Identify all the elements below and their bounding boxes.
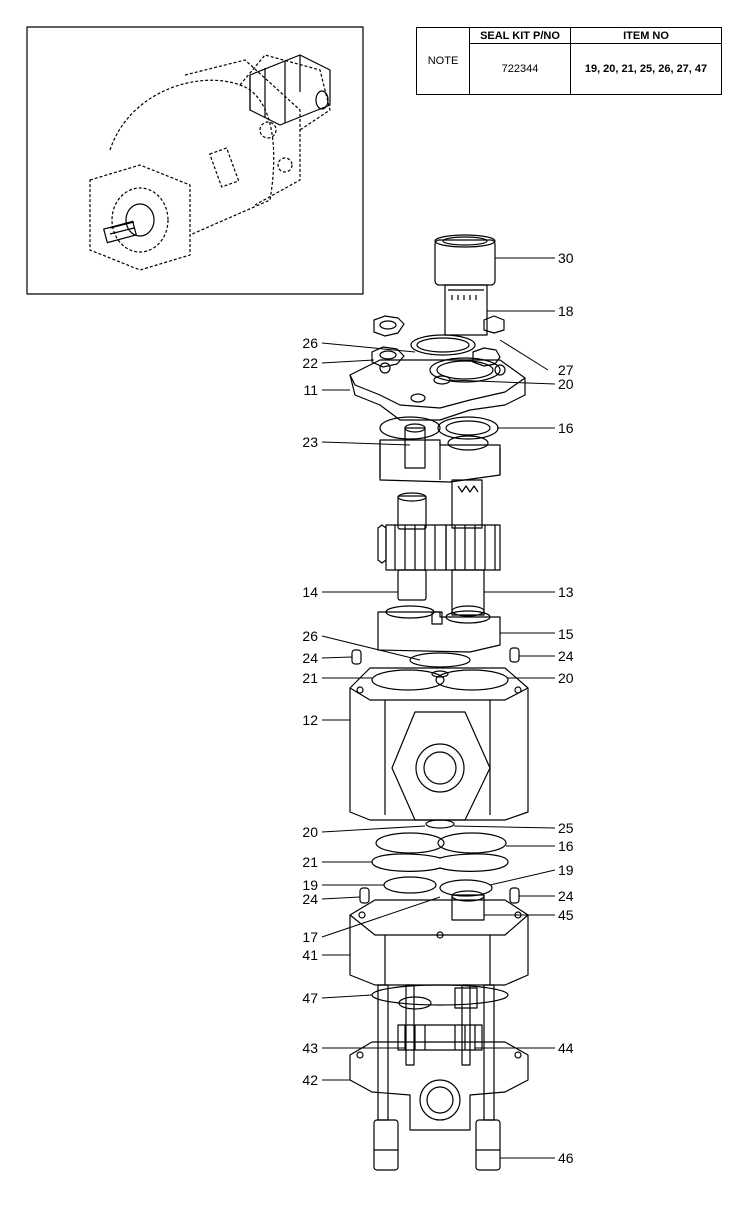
callout-12: 12 [302,712,318,728]
seal-kit-table: NOTE SEAL KIT P/NO ITEM NO 722344 19, 20… [416,27,722,95]
part-24-dowel [359,887,370,904]
note-label: NOTE [416,27,470,95]
inset-frame [26,26,364,295]
callout-14: 14 [302,584,318,600]
callout-19: 19 [558,862,574,878]
part-45-coupling [451,890,485,921]
callout-20: 20 [558,376,574,392]
part-14-gear [377,492,447,601]
seal-kit-pno: 722344 [469,43,571,95]
callout-47: 47 [302,990,318,1006]
callout-24: 24 [302,891,318,907]
part-42-endcover [349,1041,529,1131]
inset-pump-sketch [89,54,331,271]
part-11-flange [349,359,526,421]
callout-21: 21 [302,670,318,686]
part-21-seal-lower [371,853,509,872]
callout-26: 26 [302,335,318,351]
part-24-dowel [351,649,362,665]
part-30-bearing [434,234,496,286]
leader-lines [321,257,556,1159]
part-26-seal-top [410,334,476,356]
part-19-seal [439,879,493,897]
callout-24: 24 [302,650,318,666]
part-13-gear [445,479,501,617]
callout-16: 16 [558,838,574,854]
callout-24: 24 [558,888,574,904]
callout-19: 19 [302,877,318,893]
item-no-header: ITEM NO [570,27,722,44]
part-16-seal-top [379,416,499,440]
part-25-seal [425,819,455,829]
inset-cartridge [249,54,331,126]
seal-kit-header: SEAL KIT P/NO [469,27,571,44]
callout-42: 42 [302,1072,318,1088]
part-41-plate [349,899,529,986]
part-46-bolts [373,1119,501,1171]
callout-46: 46 [558,1150,574,1166]
part-19-seal [383,876,437,894]
part-16-seal-lower [375,832,507,854]
callout-21: 21 [302,854,318,870]
callout-13: 13 [558,584,574,600]
part-26-seal-mid [409,652,471,668]
callout-20: 20 [558,670,574,686]
callout-43: 43 [302,1040,318,1056]
part-27-seal [429,357,501,383]
callout-41: 41 [302,947,318,963]
callout-45: 45 [558,907,574,923]
callout-15: 15 [558,626,574,642]
callout-25: 25 [558,820,574,836]
callout-23: 23 [302,434,318,450]
callout-26: 26 [302,628,318,644]
inset-shaft [103,203,155,244]
callout-18: 18 [558,303,574,319]
callout-17: 17 [302,929,318,945]
part-47-seal [371,984,509,1006]
callout-24: 24 [558,648,574,664]
callout-44: 44 [558,1040,574,1056]
callout-30: 30 [558,250,574,266]
callout-11: 11 [303,382,318,398]
part-18-sleeve [444,284,488,336]
part-15-bushing [377,605,501,653]
callout-16: 16 [558,420,574,436]
callout-20: 20 [302,824,318,840]
callout-27: 27 [558,362,574,378]
callout-22: 22 [302,355,318,371]
part-24-dowel [509,647,520,663]
part-12-body [349,667,529,821]
part-24-dowel [509,887,520,904]
item-numbers: 19, 20, 21, 25, 26, 27, 47 [570,43,722,95]
bushing-block-top [379,423,501,483]
